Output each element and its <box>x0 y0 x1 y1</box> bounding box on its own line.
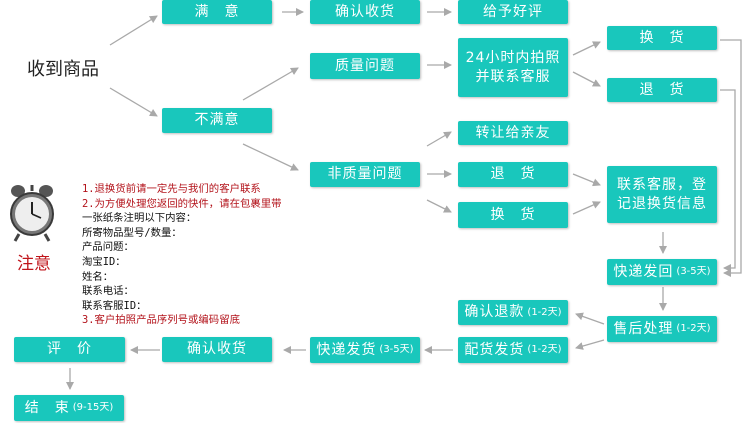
box-return-non-quality: 退 货 <box>458 162 568 187</box>
note-line: 3.客户拍照产品序列号或编码留底 <box>82 314 240 327</box>
notice-label: 注意 <box>17 254 51 274</box>
box-unsatisfied: 不满意 <box>162 108 272 133</box>
note-line: 姓名： <box>82 270 114 283</box>
box-allocate-ship: 配货发货(1-2天) <box>458 337 568 363</box>
box-give-good-review: 给予好评 <box>458 0 568 24</box>
box-confirm-receipt-top: 确认收货 <box>310 0 420 24</box>
box-exchange-non-quality: 换 货 <box>458 202 568 228</box>
note-line: 1.退换货前请一定先与我们的客户联系 <box>82 183 261 195</box>
note-line: 一张纸条注明以下内容： <box>82 212 197 225</box>
box-after-sale-processing: 售后处理(1-2天) <box>607 316 717 342</box>
box-return-quality: 退 货 <box>607 78 717 102</box>
box-exchange-quality: 换 货 <box>607 26 717 50</box>
box-photo-contact-service: 24小时内拍照 并联系客服 <box>458 38 568 97</box>
box-evaluate: 评 价 <box>14 337 125 362</box>
box-confirm-receipt-bottom: 确认收货 <box>162 337 272 362</box>
start-label-received-goods: 收到商品 <box>27 59 99 80</box>
arrow-photo-to-return <box>572 71 601 87</box>
box-quality-issue: 质量问题 <box>310 53 420 79</box>
arrow-unsatisfied-to-nonquality <box>242 143 299 171</box>
note-line: 所寄物品型号/数量： <box>82 226 182 239</box>
note-line: 淘宝ID： <box>82 255 126 268</box>
notice-text-list: 1.退换货前请一定先与我们的客户联系 2.为方便处理您返回的快件，请在包裹里带 … <box>82 182 350 328</box>
arrow-topright-loop <box>720 39 742 277</box>
arrow-aftersale-to-allocate <box>575 339 605 350</box>
note-line: 2.为方便处理您返回的快件，请在包裹里带 <box>82 197 282 210</box>
arrow-receive-to-unsatisfied <box>109 87 158 117</box>
arrow-unsatisfied-to-quality <box>242 67 299 101</box>
box-confirm-refund: 确认退款(1-2天) <box>458 300 568 325</box>
box-satisfied: 满 意 <box>162 0 272 24</box>
box-contact-register: 联系客服，登 记退换货信息 <box>607 166 717 223</box>
arrow-return-to-contact <box>572 173 601 187</box>
box-non-quality-issue: 非质量问题 <box>310 162 420 187</box>
arrow-exchange-to-contact <box>572 201 601 215</box>
box-transfer-to-friend: 转让给亲友 <box>458 121 568 145</box>
note-line: 产品问题： <box>82 241 134 254</box>
note-line: 联系客服ID： <box>82 299 147 312</box>
box-express-return: 快递发回(3-5天) <box>607 259 717 285</box>
box-end: 结 束(9-15天) <box>14 395 124 421</box>
arrow-aftersale-to-refund <box>575 312 605 325</box>
box-express-delivery: 快递发货(3-5天) <box>310 337 420 363</box>
arrow-return-loop <box>720 89 736 272</box>
alarm-clock-icon <box>10 185 54 242</box>
note-line: 联系电话： <box>82 285 134 298</box>
arrow-nonquality-to-transfer <box>426 131 452 147</box>
arrow-nonquality-to-exchange <box>426 199 452 213</box>
arrow-receive-to-satisfied <box>109 15 158 46</box>
arrow-photo-to-exchange <box>572 41 601 56</box>
